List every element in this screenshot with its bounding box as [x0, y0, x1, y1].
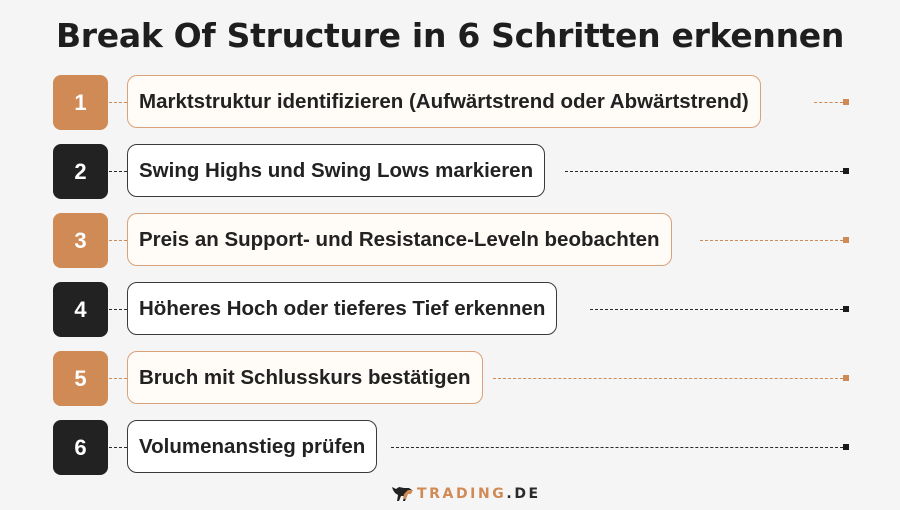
step-label-box: Preis an Support- und Resistance-Leveln …: [127, 213, 672, 266]
connector-end-dot: [843, 168, 849, 174]
connector-line: [565, 171, 843, 172]
step-number-badge: 2: [53, 144, 108, 199]
connector-end-dot: [843, 99, 849, 105]
trading-de-logo: TRADING.DE: [391, 484, 541, 504]
step-number-badge: 1: [53, 75, 108, 130]
logo-brand-text: TRADING: [417, 486, 507, 502]
connector-line: [700, 240, 843, 241]
step-label-box: Volumenanstieg prüfen: [127, 420, 378, 473]
step-label-box: Bruch mit Schlusskurs bestätigen: [127, 351, 483, 404]
step-number-badge: 4: [53, 282, 108, 337]
connector-end-dot: [843, 444, 849, 450]
connector-line: [109, 171, 127, 172]
step-label-box: Swing Highs und Swing Lows markieren: [127, 144, 546, 197]
step-label-box: Marktstruktur identifizieren (Aufwärtstr…: [127, 75, 761, 128]
step-row-3: 3 Preis an Support- und Resistance-Level…: [0, 213, 900, 269]
step-label-box: Höheres Hoch oder tieferes Tief erkennen: [127, 282, 558, 335]
connector-line: [109, 102, 127, 103]
connector-line: [590, 309, 843, 310]
connector-end-dot: [843, 237, 849, 243]
step-number-badge: 3: [53, 213, 108, 268]
connector-line: [391, 447, 843, 448]
step-number-badge: 6: [53, 420, 108, 475]
connector-line: [109, 447, 127, 448]
connector-line: [109, 240, 127, 241]
connector-line: [814, 102, 843, 103]
step-row-2: 2 Swing Highs und Swing Lows markieren: [0, 144, 900, 200]
step-row-5: 5 Bruch mit Schlusskurs bestätigen: [0, 351, 900, 407]
connector-line: [109, 378, 127, 379]
step-row-6: 6 Volumenanstieg prüfen: [0, 420, 900, 476]
step-number-badge: 5: [53, 351, 108, 406]
page-title: Break Of Structure in 6 Schritten erkenn…: [55, 16, 845, 55]
connector-line: [493, 378, 843, 379]
bull-icon: [392, 487, 413, 501]
connector-end-dot: [843, 306, 849, 312]
logo-tld-text: .DE: [506, 486, 541, 502]
connector-line: [109, 309, 127, 310]
step-row-4: 4 Höheres Hoch oder tieferes Tief erkenn…: [0, 282, 900, 338]
connector-end-dot: [843, 375, 849, 381]
step-row-1: 1 Marktstruktur identifizieren (Aufwärts…: [0, 75, 900, 131]
